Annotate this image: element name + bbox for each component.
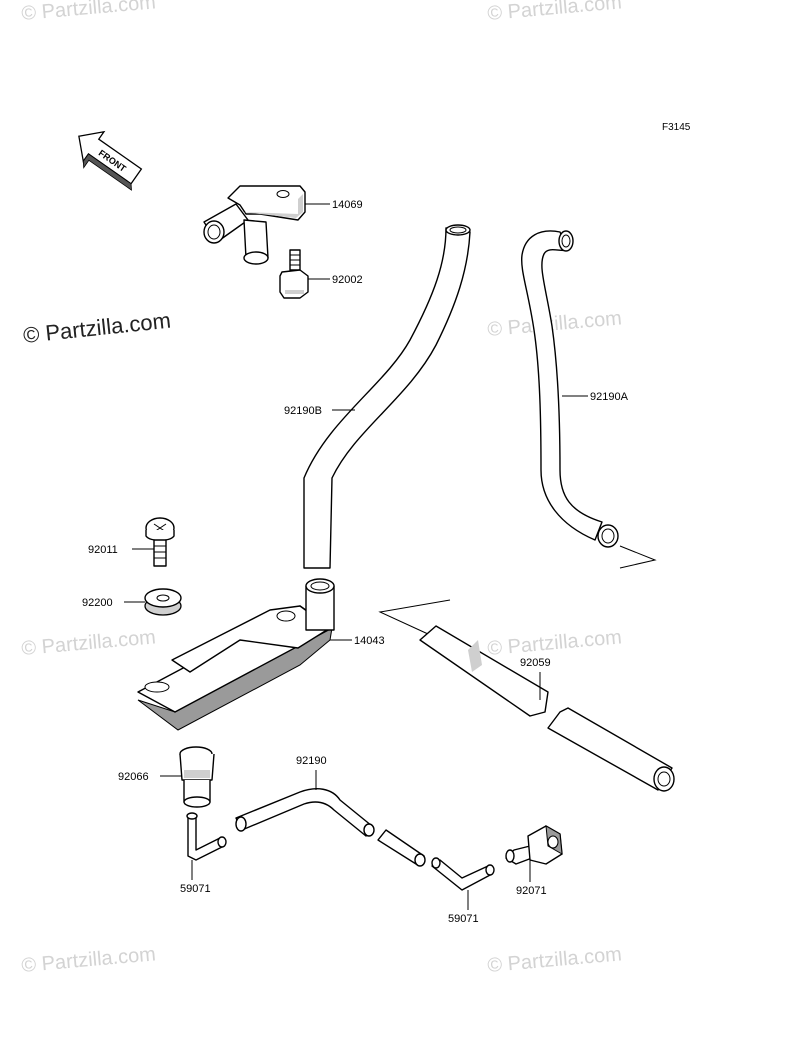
watermark: © Partzilla.com	[487, 307, 623, 341]
part-label-14043: 14043	[354, 635, 385, 647]
part-59071-elbow-right: 59071	[431, 857, 495, 925]
part-label-92071: 92071	[516, 885, 547, 897]
part-label-59071-right: 59071	[448, 913, 479, 925]
part-92002-bolt: 92002	[279, 249, 363, 299]
watermark: © Partzilla.com	[487, 0, 623, 25]
part-14069-fitting: 14069	[203, 185, 363, 265]
watermark: © Partzilla.com	[21, 0, 157, 25]
watermark: © Partzilla.com	[21, 943, 157, 977]
part-92066-grommet: 92066	[118, 746, 215, 808]
part-label-14069: 14069	[332, 199, 363, 211]
part-label-92066: 92066	[118, 771, 149, 783]
part-label-92011: 92011	[88, 544, 118, 556]
watermark: © Partzilla.com	[487, 943, 623, 977]
front-arrow-icon: FRONT	[78, 130, 143, 191]
part-92190A-hose: 92190A	[520, 230, 657, 569]
watermark-main: © Partzilla.com	[22, 308, 172, 348]
part-label-92190A: 92190A	[590, 391, 629, 403]
part-92059-tube: 92059	[378, 599, 675, 792]
part-59071-elbow-left: 59071	[180, 812, 227, 895]
figure-code: F3145	[662, 122, 691, 133]
part-92011-screw: 92011	[88, 517, 175, 567]
part-92200-washer: 92200	[82, 588, 182, 616]
part-label-92002: 92002	[332, 274, 363, 286]
watermark: © Partzilla.com	[21, 626, 157, 660]
part-label-59071-left: 59071	[180, 883, 211, 895]
watermark: © Partzilla.com	[487, 626, 623, 660]
part-label-92200: 92200	[82, 597, 113, 609]
part-label-92190: 92190	[296, 755, 327, 767]
part-14043-plate: 14043	[137, 578, 385, 731]
part-92190-hose: 92190	[235, 755, 426, 867]
part-92071-fitting: 92071	[505, 825, 563, 897]
part-92190B-hose: 92190B	[284, 224, 471, 569]
part-label-92059: 92059	[520, 657, 551, 669]
part-label-92190B: 92190B	[284, 405, 322, 417]
